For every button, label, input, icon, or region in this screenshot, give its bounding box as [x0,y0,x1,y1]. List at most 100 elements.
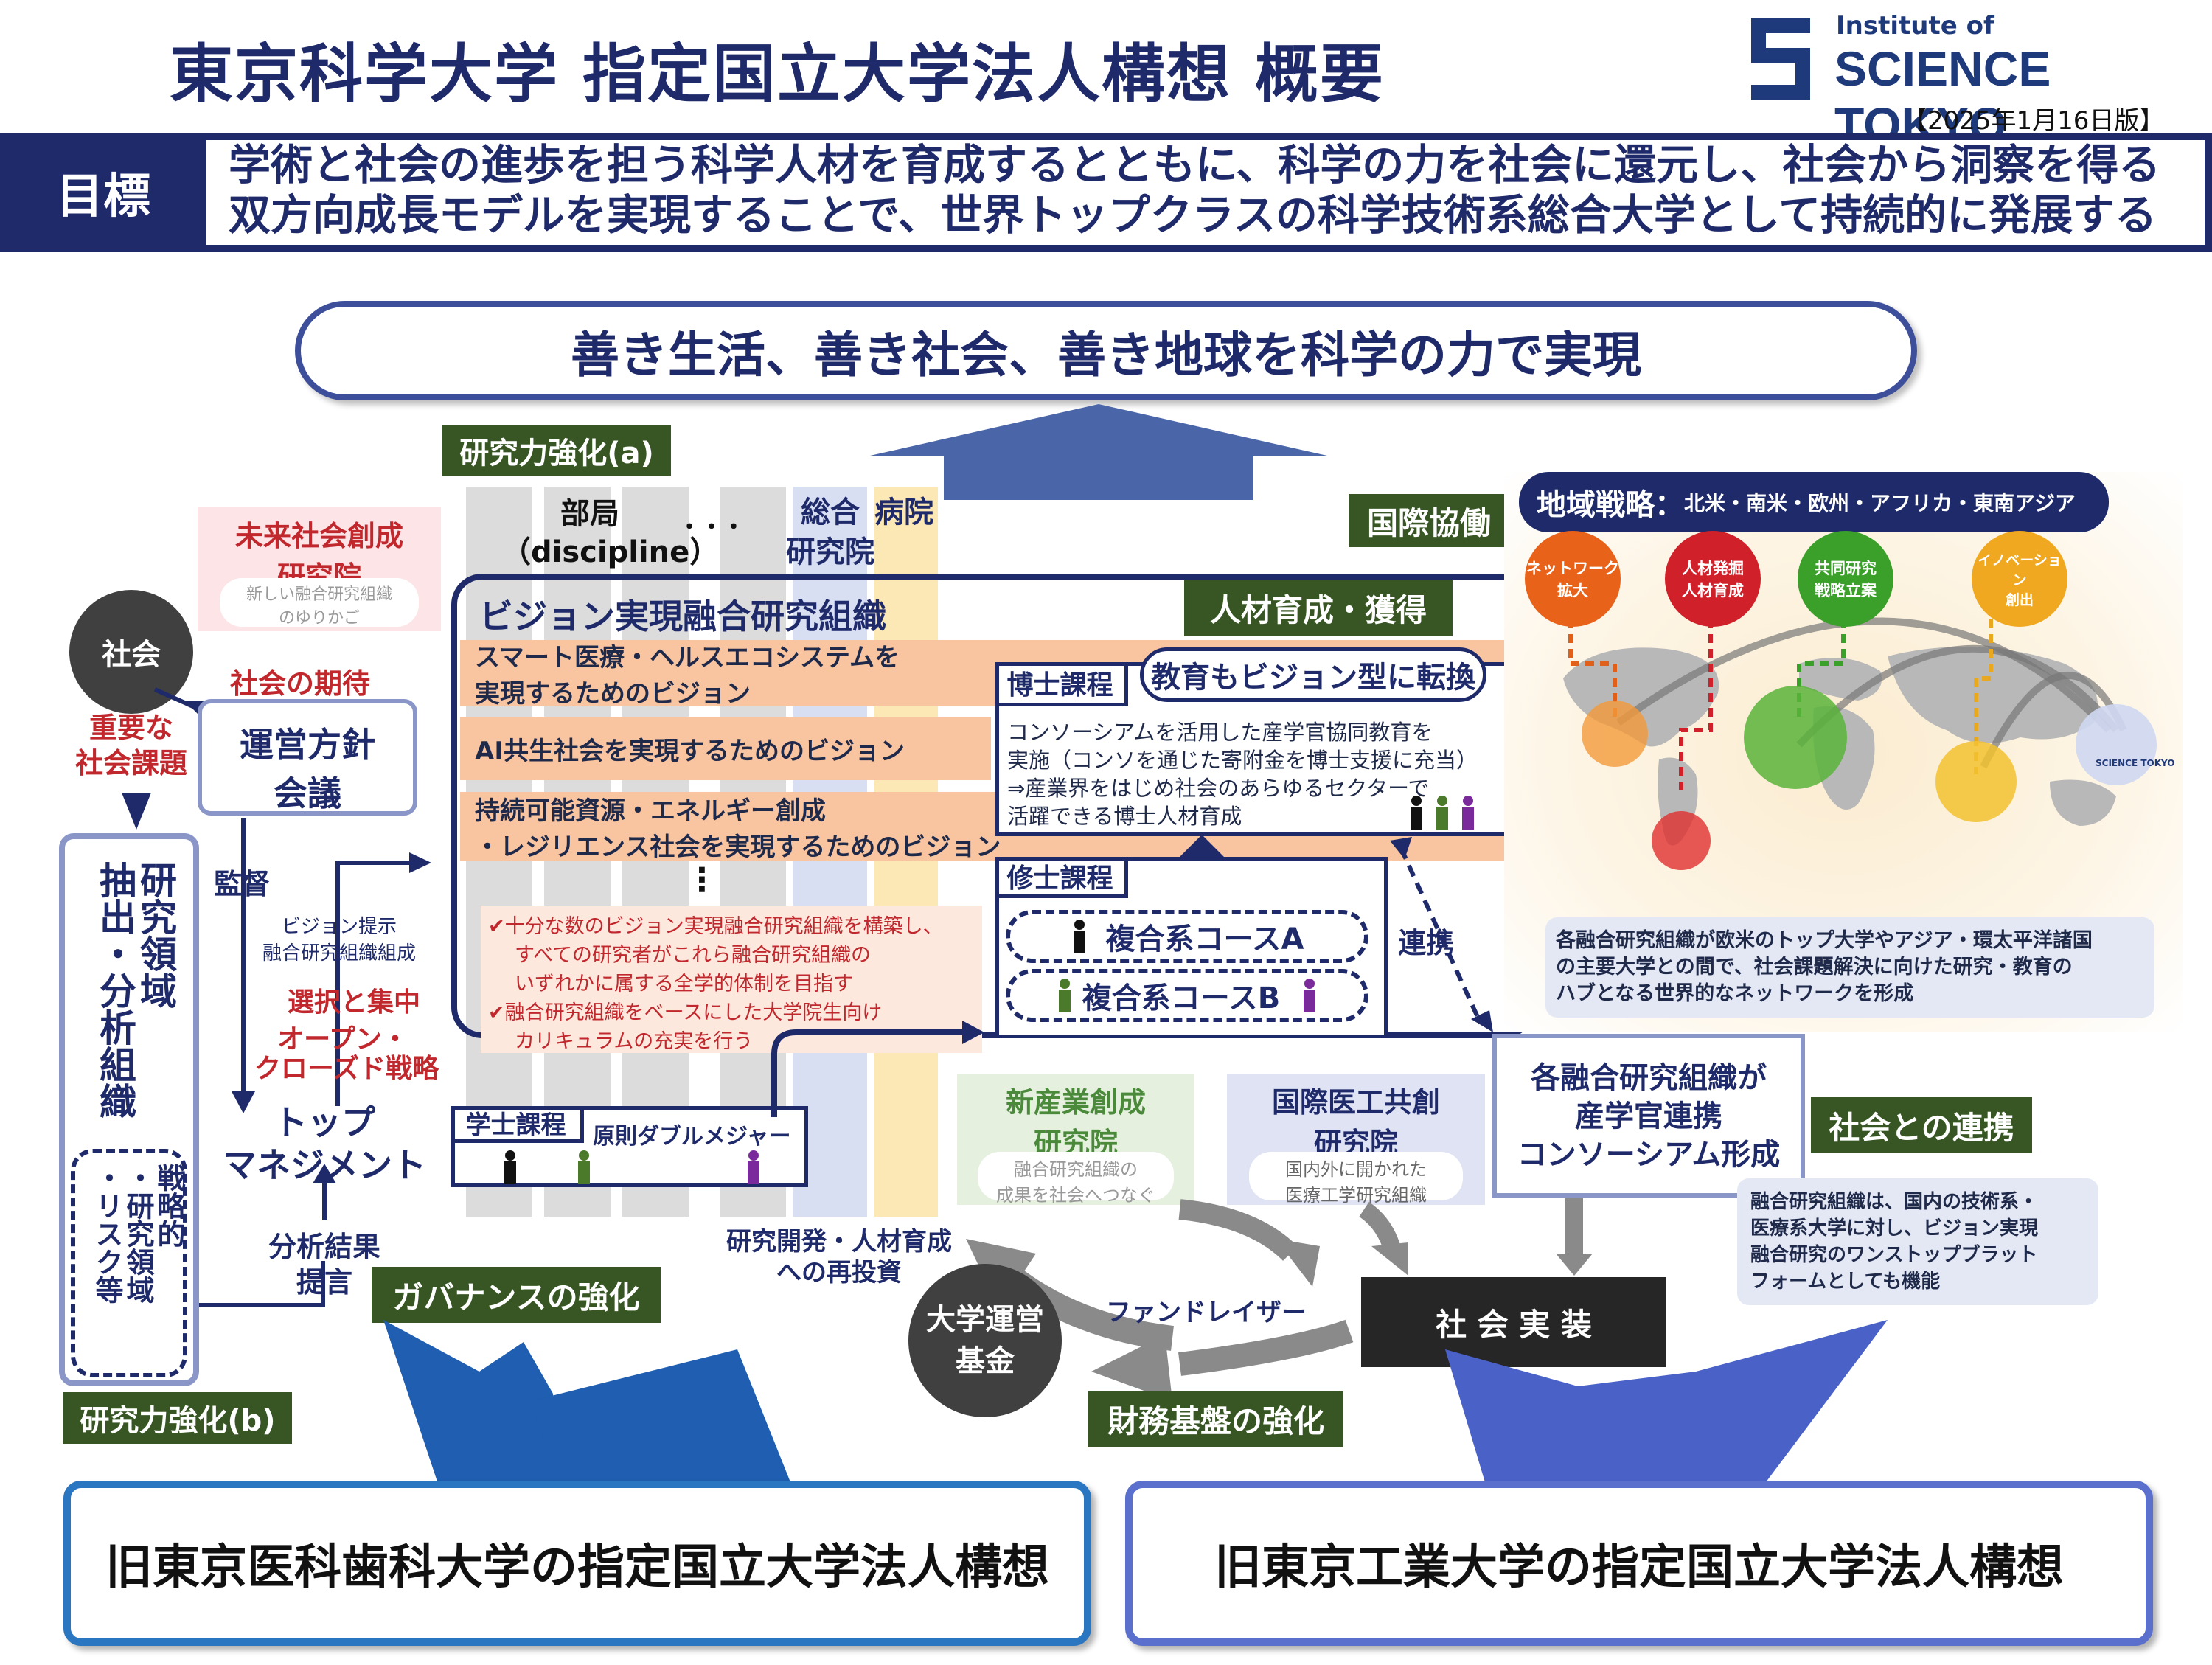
open-closed-1: オープン・ [277,1024,408,1054]
implementation-box: 社 会 実 装 [1361,1277,1666,1367]
course-a: 複合系コースA [1006,910,1368,963]
course-b-label: 複合系コースB [1082,981,1281,1015]
course-a-label: 複合系コースA [1105,922,1304,956]
bottom-right-box: 旧東京工業大学の指定国立大学法人構想 [1125,1481,2153,1646]
society-link-label: 社会との連携 [1811,1097,2032,1153]
phd-line-3: ⇒産業界をはじめ社会のあらゆるセクターで [1007,776,1430,801]
research-b-label: 研究力強化(b) [63,1392,292,1444]
reinvest-1: 研究開発・人材育成 [726,1227,952,1256]
goal-text-box: 学術と社会の進歩を担う科学人材を育成するとともに、科学の力を社会に還元し、社会か… [206,140,2205,245]
onestop-line-2: 医療系大学に対し、ビジョン実現 [1750,1217,2039,1240]
bachelor-people-icons [504,1150,759,1184]
onestop-box: 融合研究組織は、国内の技術系・ 医療系大学に対し、ビジョン実現 融合研究のワンス… [1737,1178,2098,1305]
world-map-icon [1563,590,2157,870]
reinvest-2: への再投資 [776,1258,902,1287]
column-sogo-label-1: 総合 [801,496,860,529]
vision-note-1: ✔十分な数のビジョン実現融合研究組織を構築し、 [488,915,943,938]
vision-note-3: いずれかに属する全学的体制を目指す [515,973,853,995]
phd-text: コンソーシアムを活用した産学官協同教育を 実施（コンソを通じた寄附金を博士支援に… [1007,718,1509,830]
version-label: 【2025年1月16日版】 [1902,106,2165,136]
fund-line-1: 大学運営 [926,1303,1044,1337]
course-b: 複合系コースB [1006,969,1368,1022]
extract-inner-2: ・研究領域 [122,1164,154,1304]
goal-bar: 目標 学術と社会の進歩を担う科学人材を育成するとともに、科学の力を社会に還元し、… [0,133,2212,252]
region-circle-4a: イノベーション [1978,552,2062,588]
vision-org-title: ビジョン実現融合研究組織 [479,597,886,636]
extract-col-1: 研究領域 [134,861,177,1009]
column-hospital-label: 病院 [874,496,933,529]
institute-logo: Institute of SCIENCE TOKYO [1740,11,2197,152]
fund-circle: 大学運営 基金 [908,1264,1062,1417]
column-bukyoku: 部局 [560,497,619,531]
regional-desc-1: 各融合研究組織が欧米のトップ大学やアジア・環太平洋諸国 [1556,929,2093,952]
vision-note-5: カリキュラムの充実を行う [515,1030,754,1053]
bachelor-label: 学士課程 [451,1106,584,1143]
bachelor-to-master-arrow-icon [771,1021,984,1117]
person-icon [1058,979,1071,1012]
renkei-arrow-icon [1390,837,1493,1032]
future-sub-2: のゆりかご [278,609,360,628]
vision-band-1a: スマート医療・ヘルスエコシステムを [475,643,900,672]
phd-label: 博士課程 [995,662,1128,706]
consortium-line-1: 各融合研究組織が [1531,1061,1767,1095]
region-circle-4b: 創出 [2005,591,2034,608]
edu-banner: 教育もビジョン型に転換 [1140,647,1486,702]
extract-inner-3: ・リスク等 [91,1164,123,1304]
new-industry-sub: 融合研究組織の 成果を社会へつなぐ [978,1152,1174,1206]
bottom-left-box: 旧東京医科歯科大学の指定国立大学法人構想 [63,1481,1091,1646]
onestop-line-1: 融合研究組織は、国内の技術系・ [1750,1191,2039,1213]
regional-banner: 地域戦略： 北米・南米・欧州・アフリカ・東南アジア [1519,472,2109,532]
regional-regions: 北米・南米・欧州・アフリカ・東南アジア [1684,491,2076,515]
region-circle-1a: ネットワーク [1526,560,1619,577]
society-circle: 社会 [69,590,193,714]
double-major-label: 原則ダブルメジャー [593,1124,791,1150]
vision-offer-1: ビジョン提示 [281,916,397,938]
vision-band-1b: 実現するためのビジョン [475,679,751,709]
region-circle-4: イノベーション 創出 [1972,531,2067,627]
medeng-sub-1: 国内外に開かれた [1285,1159,1427,1180]
research-a-label: 研究力強化(a) [442,425,671,476]
column-dots: ・・・ [678,515,745,540]
policy-line-2: 会議 [274,774,341,813]
top-management-2: マネジメント [223,1145,426,1185]
region-circle-2: 人材発掘 人材育成 [1665,531,1761,627]
analysis-arrow-icon [198,1261,325,1307]
vision-note-2: すべての研究者がこれら融合研究組織の [515,944,872,967]
international-label: 国際協働 [1349,494,1509,547]
selection-label: 選択と集中 [287,987,420,1018]
consortium-line-2: 産学官連携 [1575,1099,1722,1133]
extract-org-box: 研究領域 抽出・分析組織 戦略的 ・研究領域 ・リスク等 [59,833,199,1386]
bottom-left-triangle-icon [383,1320,796,1497]
future-sub-1: 新しい融合研究組織 [246,585,392,604]
important-issue-2: 社会課題 [74,747,187,779]
region-circle-3a: 共同研究 [1815,560,1877,577]
region-circle-3b: 戦略立案 [1815,582,1877,599]
vision-band-3b: ・レジリエンス社会を実現するためのビジョン [475,832,1001,862]
vision-note-box: ✔十分な数のビジョン実現融合研究組織を構築し、 すべての研究者がこれら融合研究組… [481,906,982,1053]
vision-band-2: AI共生社会を実現するためのビジョン [460,717,991,780]
science-tokyo-logo-icon [1751,18,1810,100]
analysis-1: 分析結果 [268,1231,380,1263]
goal-line-1: 学術と社会の進歩を担う科学人材を育成するとともに、科学の力を社会に還元し、社会か… [229,141,2161,190]
phd-line-4: 活躍できる博士人材育成 [1007,804,1242,829]
regional-desc-box: 各融合研究組織が欧米のトップ大学やアジア・環太平洋諸国 の主要大学との間で、社会… [1545,917,2154,1018]
new-industry-title-1: 新産業創成 [1005,1086,1146,1119]
regional-title: 地域戦略： [1537,488,1684,522]
region-circle-2a: 人材発掘 [1682,560,1744,577]
open-closed-2: クローズド戦略 [254,1054,439,1084]
extract-inner-1: 戦略的 [153,1164,185,1248]
new-industry-box: 新産業創成 研究院 融合研究組織の 成果を社会へつなぐ [957,1074,1194,1206]
policy-line-1: 運営方針 [240,725,375,765]
person-icon [1073,920,1085,953]
future-society-box: 未来社会創成 研究院 新しい融合研究組織 のゆりかご [198,507,441,631]
region-circle-2b: 人材育成 [1682,582,1744,599]
society-expect-label: 社会の期待 [230,667,371,700]
consortium-box: 各融合研究組織が 産学官連携 コンソーシアム形成 [1492,1034,1805,1198]
medeng-box: 国際医工共創 研究院 国内外に開かれた 医療工学研究組織 [1227,1074,1485,1206]
new-industry-sub-1: 融合研究組織の [1014,1159,1138,1180]
goal-label: 目標 [56,170,150,224]
hr-label: 人材育成・獲得 [1184,580,1453,636]
person-icon [1411,796,1474,830]
finance-label: 財務基盤の強化 [1088,1391,1343,1447]
medeng-title-1: 国際医工共創 [1271,1086,1440,1119]
